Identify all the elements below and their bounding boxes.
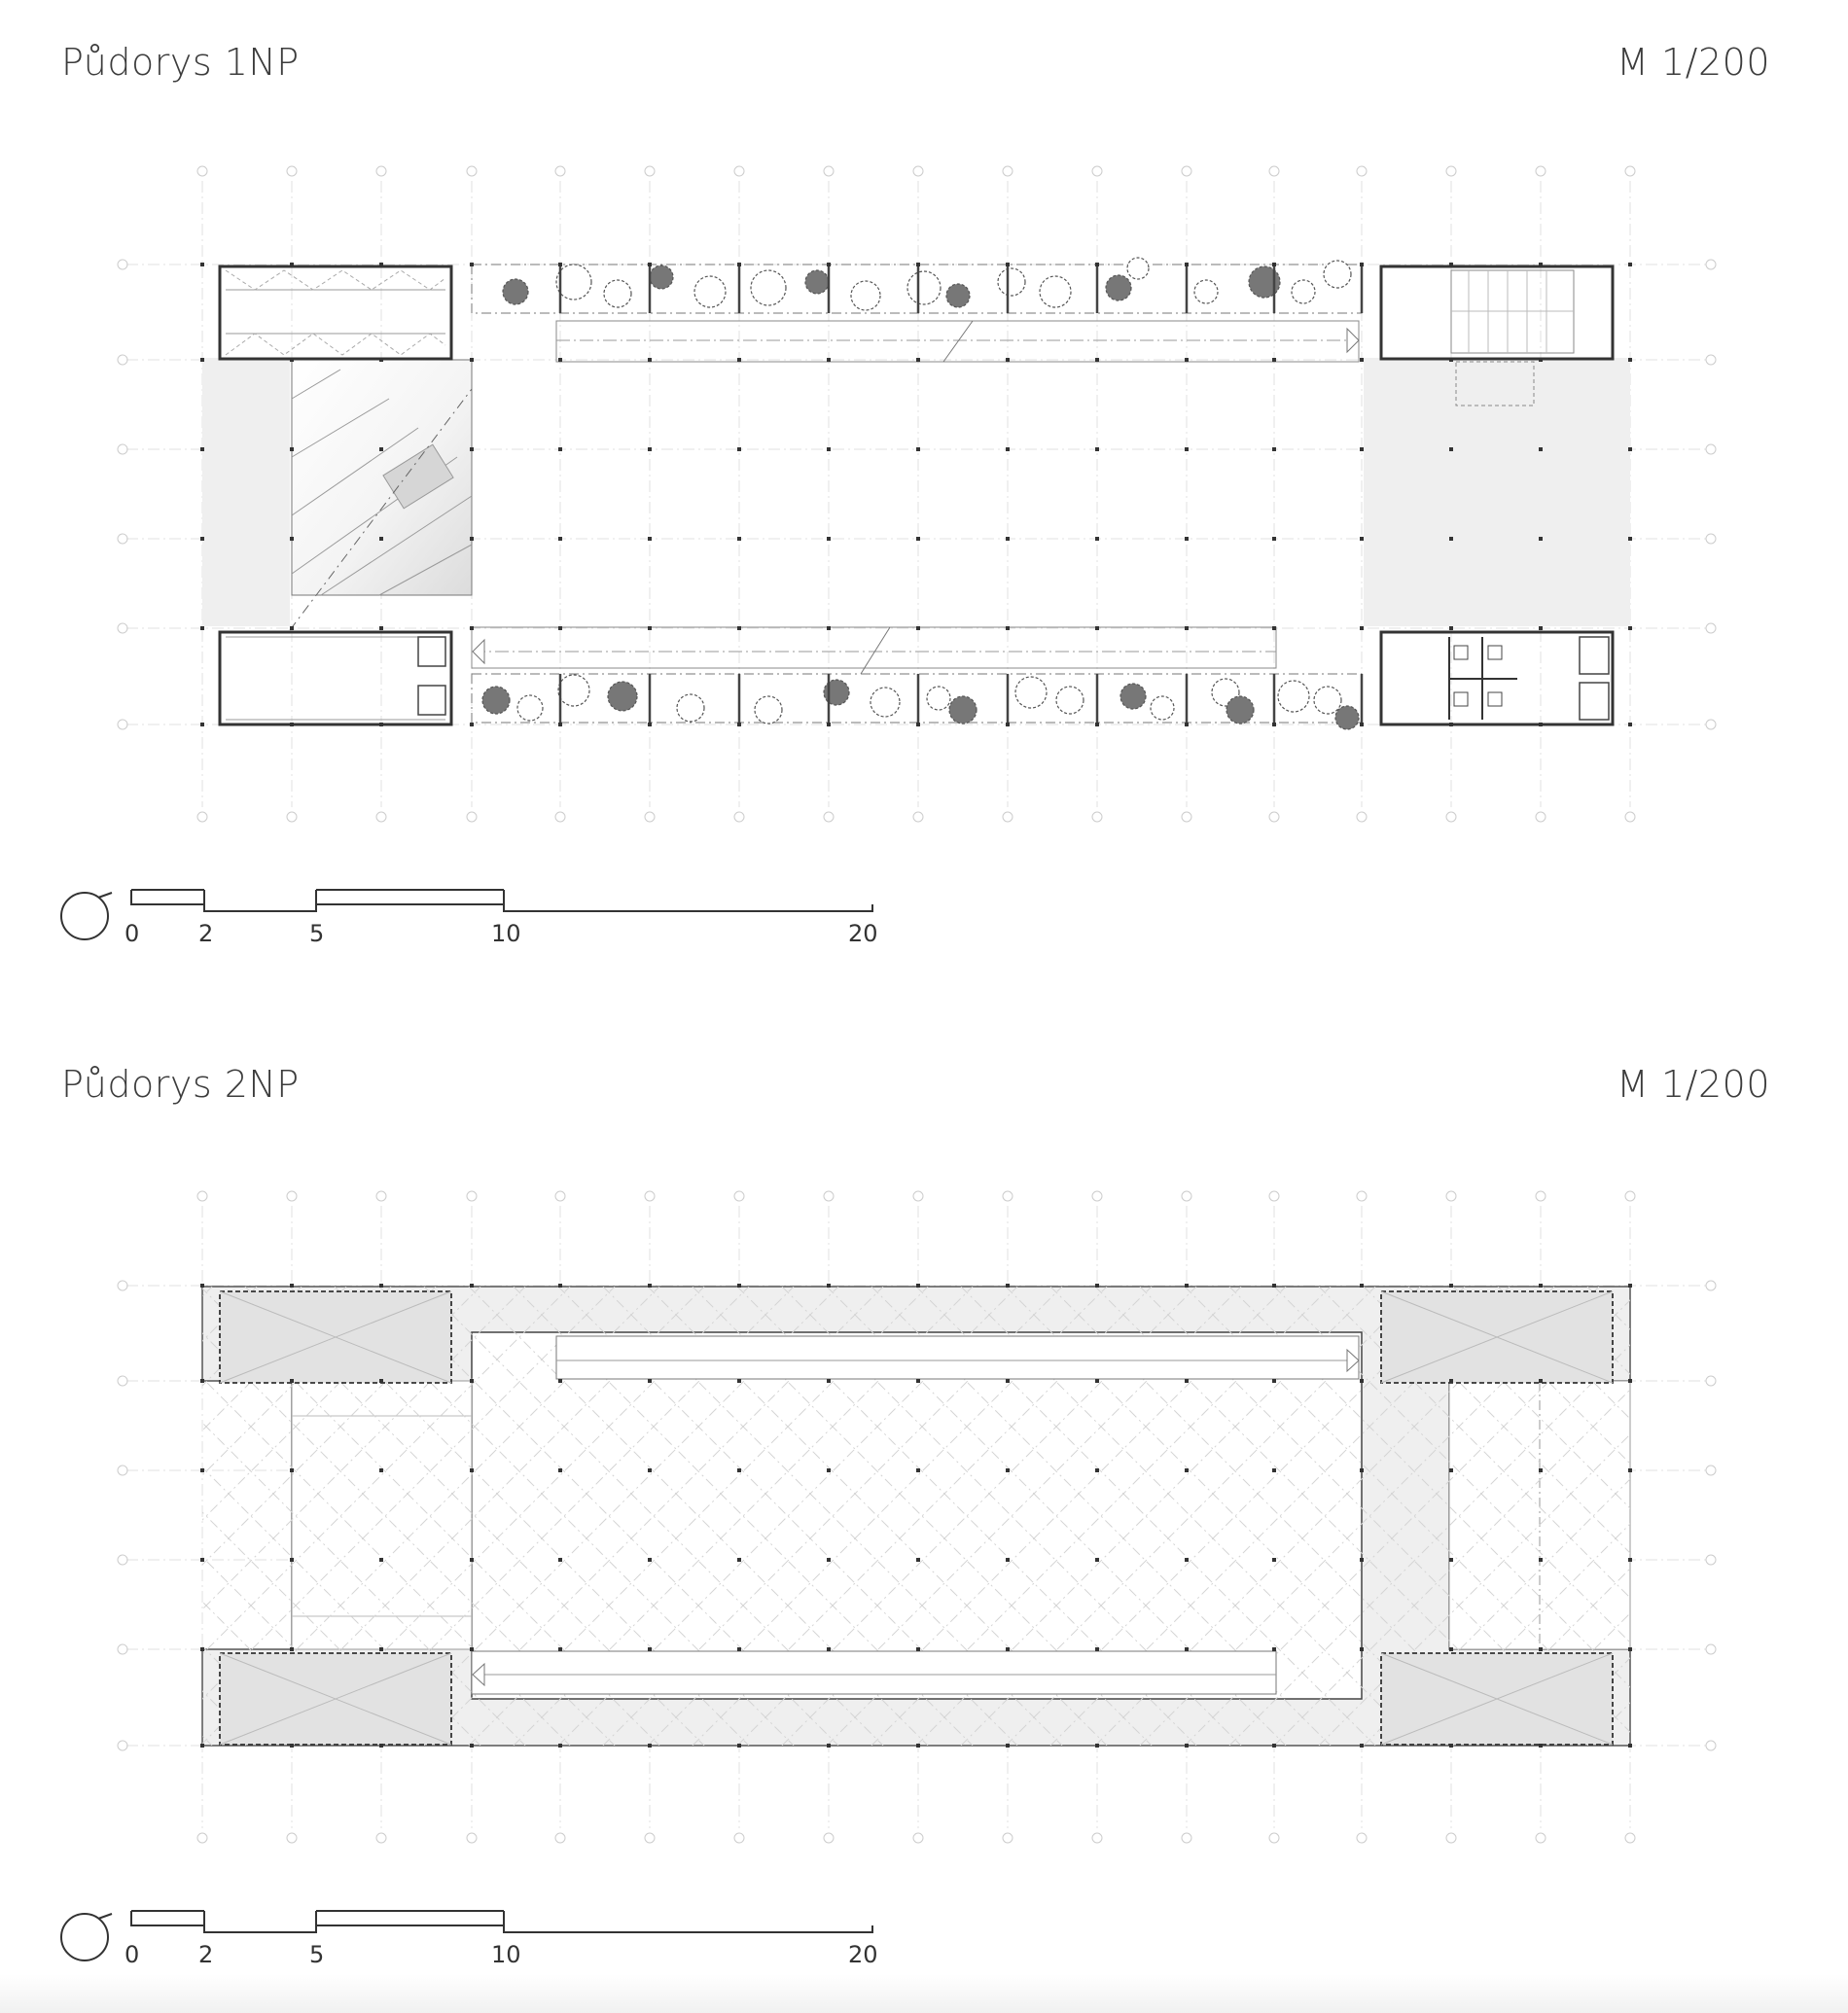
west-ramp <box>289 359 473 631</box>
column-points <box>200 1284 1632 1748</box>
scale-bar-1np: 0 2 5 10 20 <box>60 889 878 947</box>
floor-plan-2np-drawing <box>117 1190 1717 1844</box>
north-arrow-icon <box>60 892 109 940</box>
scale-bar-2np: 0 2 5 10 20 <box>60 1910 878 1968</box>
plan-1np-title: Půdorys 1NP <box>61 41 300 84</box>
scale-tick-0: 0 <box>124 1941 139 1968</box>
scale-tick-2: 2 <box>198 1941 213 1968</box>
side-passage-west <box>202 358 290 626</box>
scale-tick-0: 0 <box>124 920 139 947</box>
side-passage-east <box>1364 358 1630 626</box>
plan-2np-scale: M 1/200 <box>1617 1063 1770 1106</box>
plan-2np <box>0 1021 1848 1857</box>
scale-tick-10: 10 <box>491 1941 521 1968</box>
floor-plan-1np-drawing <box>117 165 1717 823</box>
plan-1np <box>117 165 1717 823</box>
scale-tick-2: 2 <box>198 920 213 947</box>
planter-bands <box>471 264 1363 724</box>
ramps <box>471 1335 1360 1695</box>
corner-block-diagonals <box>219 1290 1614 1746</box>
scale-tick-20: 20 <box>848 920 878 947</box>
trees <box>481 257 1364 730</box>
plan-2np-title: Půdorys 2NP <box>61 1063 300 1106</box>
scale-tick-10: 10 <box>491 920 521 947</box>
scale-tick-20: 20 <box>848 1941 878 1968</box>
east-rooms <box>1379 265 1615 726</box>
page-bottom-shade <box>0 1974 1848 2013</box>
north-arrow-icon <box>60 1913 109 1961</box>
column-points <box>200 263 1632 726</box>
scale-tick-5: 5 <box>309 1941 324 1968</box>
west-rooms <box>218 265 453 726</box>
scale-tick-5: 5 <box>309 920 324 947</box>
plan-1np-scale: M 1/200 <box>1617 41 1770 84</box>
upper-deck <box>201 1286 1631 1747</box>
